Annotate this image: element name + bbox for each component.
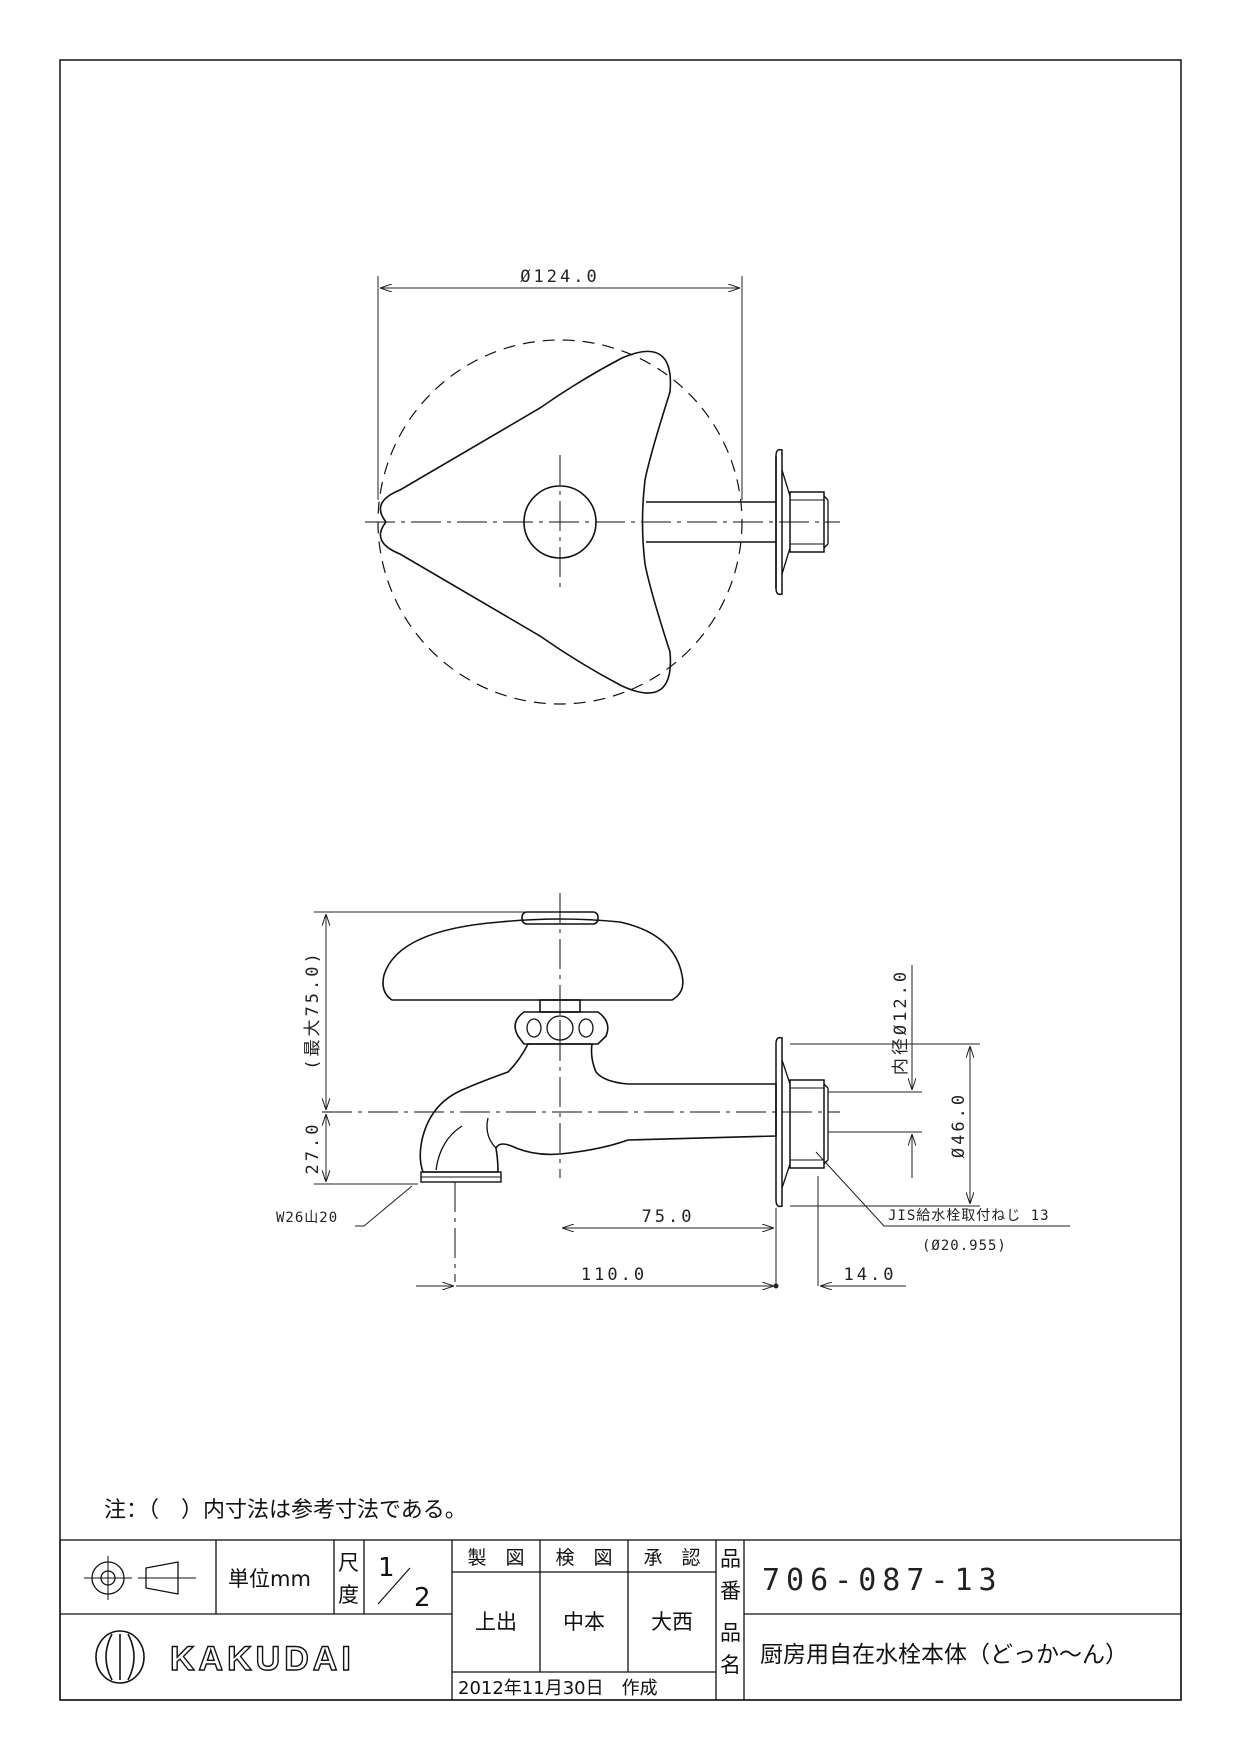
approved-header: 承 認 [643, 1547, 700, 1569]
reference-dimension-note: 注：（ ）内寸法は参考寸法である。 [104, 1498, 467, 1523]
drawn-by: 上出 [475, 1610, 517, 1634]
side-handle-dome [382, 918, 684, 1001]
dim-110-label: 110.0 [581, 1265, 647, 1285]
dim-diameter-124 [377, 276, 743, 500]
jis-sub-label: (Ø20.955) [922, 1238, 1007, 1254]
handle-outline [379, 350, 672, 694]
top-view [365, 339, 840, 705]
scale-label-bottom: 度 [338, 1583, 359, 1607]
name-label-bottom: 名 [720, 1653, 741, 1677]
part-no-label-top: 品 [720, 1547, 741, 1571]
side-dimensions [314, 911, 1070, 1288]
faucet-body [419, 1043, 777, 1173]
side-flange [775, 1036, 783, 1208]
approved-by: 大西 [651, 1610, 693, 1634]
top-connector [789, 491, 825, 553]
top-flange [775, 448, 783, 596]
part-number: 706-087-13 [762, 1563, 1003, 1598]
kakudai-logo-icon [95, 1630, 145, 1684]
sheet-border [59, 59, 1182, 1701]
product-name: 厨房用自在水栓本体（どっか～ん） [760, 1642, 1128, 1668]
checked-header: 検 図 [555, 1547, 612, 1569]
title-block [59, 1539, 1182, 1701]
dim-75-label: 75.0 [642, 1207, 695, 1227]
unit-label: 単位mm [228, 1567, 311, 1591]
dim-inner-diameter-label: 内径Ø12.0 [891, 969, 911, 1075]
name-label-top: 品 [720, 1621, 741, 1645]
dim-diameter-124-label: Ø124.0 [520, 267, 599, 287]
third-angle-projection-icon [84, 1556, 196, 1600]
dim-27-label: 27.0 [303, 1122, 323, 1175]
gland-nut [514, 1011, 609, 1045]
brand-name: KAKUDAI [170, 1640, 355, 1678]
scale-denominator: 2 [414, 1583, 431, 1613]
dim-max-height-label: (最大75.0) [303, 950, 323, 1069]
dim-flange-diameter-label: Ø46.0 [949, 1092, 969, 1158]
part-no-label-bottom: 番 [720, 1579, 741, 1603]
side-view [322, 893, 840, 1282]
side-connector [789, 1079, 825, 1169]
checked-by: 中本 [563, 1610, 605, 1634]
creation-date: 2012年11月30日 作成 [458, 1678, 658, 1699]
drawn-header: 製 図 [467, 1547, 524, 1569]
thread-label: W26山20 [276, 1210, 338, 1226]
dim-14-label: 14.0 [844, 1265, 897, 1285]
jis-label: JIS給水栓取付ねじ 13 [888, 1208, 1050, 1224]
scale-label-top: 尺 [338, 1551, 359, 1575]
handle-hub [523, 485, 597, 559]
scale-numerator: 1 [378, 1553, 395, 1583]
